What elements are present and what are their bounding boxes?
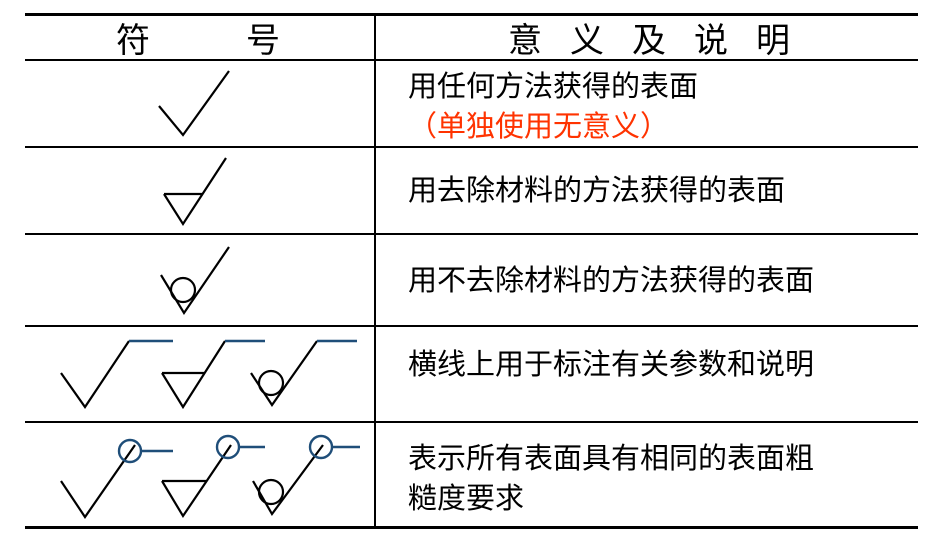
roughness-with-leader-line-icons	[60, 339, 357, 410]
all-surfaces-same-roughness-icons	[60, 434, 360, 519]
header-symbol: 符 号	[116, 14, 280, 61]
column-divider	[374, 14, 376, 528]
row-1-line-1: 用任何方法获得的表面	[408, 69, 699, 103]
row-2-description: 用去除材料的方法获得的表面	[408, 170, 785, 210]
row-1-description: 用任何方法获得的表面 （单独使用无意义）	[408, 66, 698, 146]
row-divider-2	[25, 233, 918, 235]
row-divider-1	[25, 146, 918, 148]
header-symbol-char-1: 符	[116, 20, 150, 61]
header-meaning-char-2: 义	[570, 20, 604, 61]
row-divider-3	[25, 325, 918, 327]
row-3-description: 用不去除材料的方法获得的表面	[408, 260, 814, 300]
row-2-line-1: 用去除材料的方法获得的表面	[408, 173, 786, 207]
basic-roughness-icon	[158, 70, 230, 137]
table-bottom-rule	[25, 526, 918, 529]
row-1-note: （单独使用无意义）	[408, 109, 670, 143]
material-removal-roughness-icon	[163, 157, 227, 227]
no-material-removal-roughness-icon	[160, 246, 230, 316]
header-symbol-char-2: 号	[246, 20, 280, 61]
header-bottom-rule	[25, 59, 918, 61]
row-5-description: 表示所有表面具有相同的表面粗 糙度要求	[408, 438, 814, 518]
row-3-line-1: 用不去除材料的方法获得的表面	[408, 263, 815, 297]
row-4-line-1: 横线上用于标注有关参数和说明	[408, 347, 815, 381]
header-meaning-char-3: 及	[632, 20, 666, 61]
header-meaning-char-5: 明	[756, 20, 790, 61]
header-meaning: 意 义 及 说 明	[508, 14, 790, 61]
row-5-line-2: 糙度要求	[408, 481, 525, 515]
row-divider-4	[25, 421, 918, 423]
table-top-rule	[25, 13, 918, 16]
header-meaning-char-4: 说	[694, 20, 728, 61]
header-meaning-char-1: 意	[508, 20, 542, 61]
row-5-line-1: 表示所有表面具有相同的表面粗	[408, 441, 815, 475]
row-4-description: 横线上用于标注有关参数和说明	[408, 344, 814, 384]
